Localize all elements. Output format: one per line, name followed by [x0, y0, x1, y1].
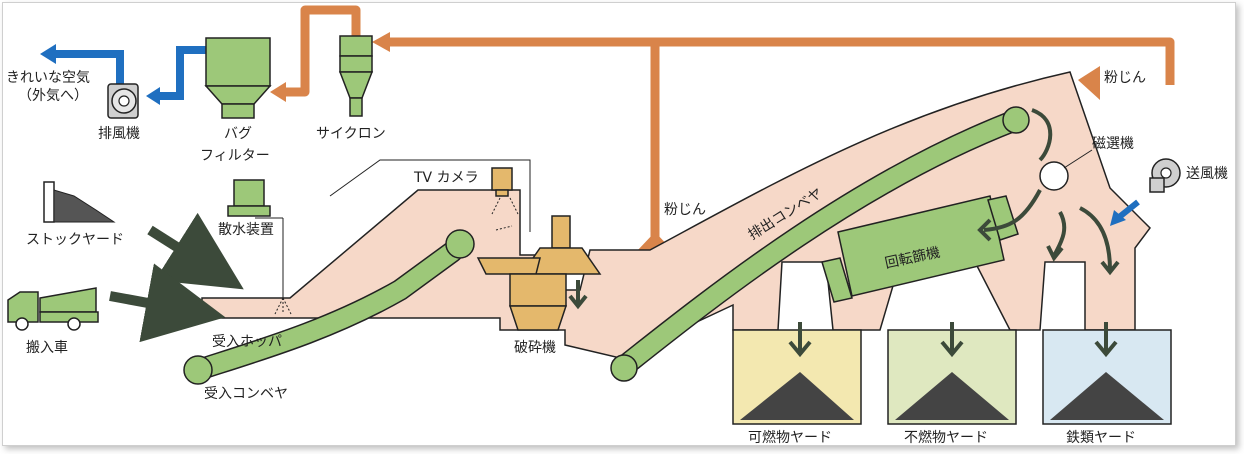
stock-yard	[43, 181, 116, 223]
tv-camera	[491, 167, 513, 197]
discharge-conveyor	[610, 106, 1030, 382]
fan-outlet-arrowhead	[146, 87, 160, 105]
combustible-yard-bin	[732, 329, 862, 425]
blower	[1149, 158, 1181, 193]
dust-hood-top	[1078, 66, 1100, 100]
dust-duct-arrowhead-bag	[270, 82, 286, 102]
crusher	[476, 215, 602, 331]
sprinkler-unit	[227, 179, 271, 217]
blower-airflow-arrowhead	[1110, 210, 1126, 226]
drop-arrows	[568, 189, 1120, 358]
label-cyclone: サイクロン	[316, 126, 386, 142]
plant-enclosure	[201, 71, 1151, 359]
label-magnetic-separator: 磁選機	[1092, 136, 1134, 152]
blower-airflow-arrow	[1116, 199, 1140, 221]
clean-air-arrowhead	[40, 44, 56, 64]
noncombustible-yard-bin	[887, 329, 1017, 425]
label-crusher: 破砕機	[514, 340, 556, 356]
label-blower: 送風機	[1186, 166, 1228, 182]
label-stock-yard: ストックヤード	[26, 232, 124, 248]
intake-truck	[7, 287, 99, 331]
magnetic-separator	[1031, 108, 1069, 191]
label-dust-mid: 粉じん	[664, 202, 706, 218]
label-intake-hopper: 受入ホッパ	[212, 334, 282, 350]
label-clean-air-sub: （外気へ）	[18, 88, 88, 104]
clean-air-duct	[52, 46, 210, 100]
dust-duct-arrowhead-cyclone	[372, 32, 390, 52]
label-intake-truck: 搬入車	[26, 339, 68, 356]
camera-sight-lines	[491, 197, 519, 231]
label-bag-filter-1: バグ	[224, 126, 252, 142]
label-tv-camera: TV カメラ	[413, 170, 479, 186]
magnetic-separator-leader	[1063, 149, 1093, 169]
bag-filter	[204, 37, 272, 119]
label-dust-top: 粉じん	[1104, 70, 1146, 86]
label-intake-conveyor: 受入コンベヤ	[204, 386, 288, 402]
rotary-screen	[821, 195, 1019, 303]
label-clean-air: きれいな空気	[6, 70, 90, 86]
flow-arrows	[109, 212, 244, 343]
spray-marks	[274, 297, 292, 315]
label-sprinkler: 散水装置	[218, 222, 274, 238]
label-noncombustible-yard: 不燃物ヤード	[904, 429, 988, 446]
dust-duct	[280, 5, 1175, 245]
label-iron-yard: 鉄類ヤード	[1066, 430, 1136, 446]
sensor-lines	[255, 159, 531, 298]
cyclone	[338, 35, 374, 117]
label-bag-filter-2: フィルター	[200, 148, 270, 164]
label-combustible-yard: 可燃物ヤード	[748, 429, 832, 446]
label-exhaust-fan: 排風機	[98, 126, 140, 142]
exhaust-fan	[107, 83, 139, 119]
intake-conveyor	[183, 229, 475, 385]
